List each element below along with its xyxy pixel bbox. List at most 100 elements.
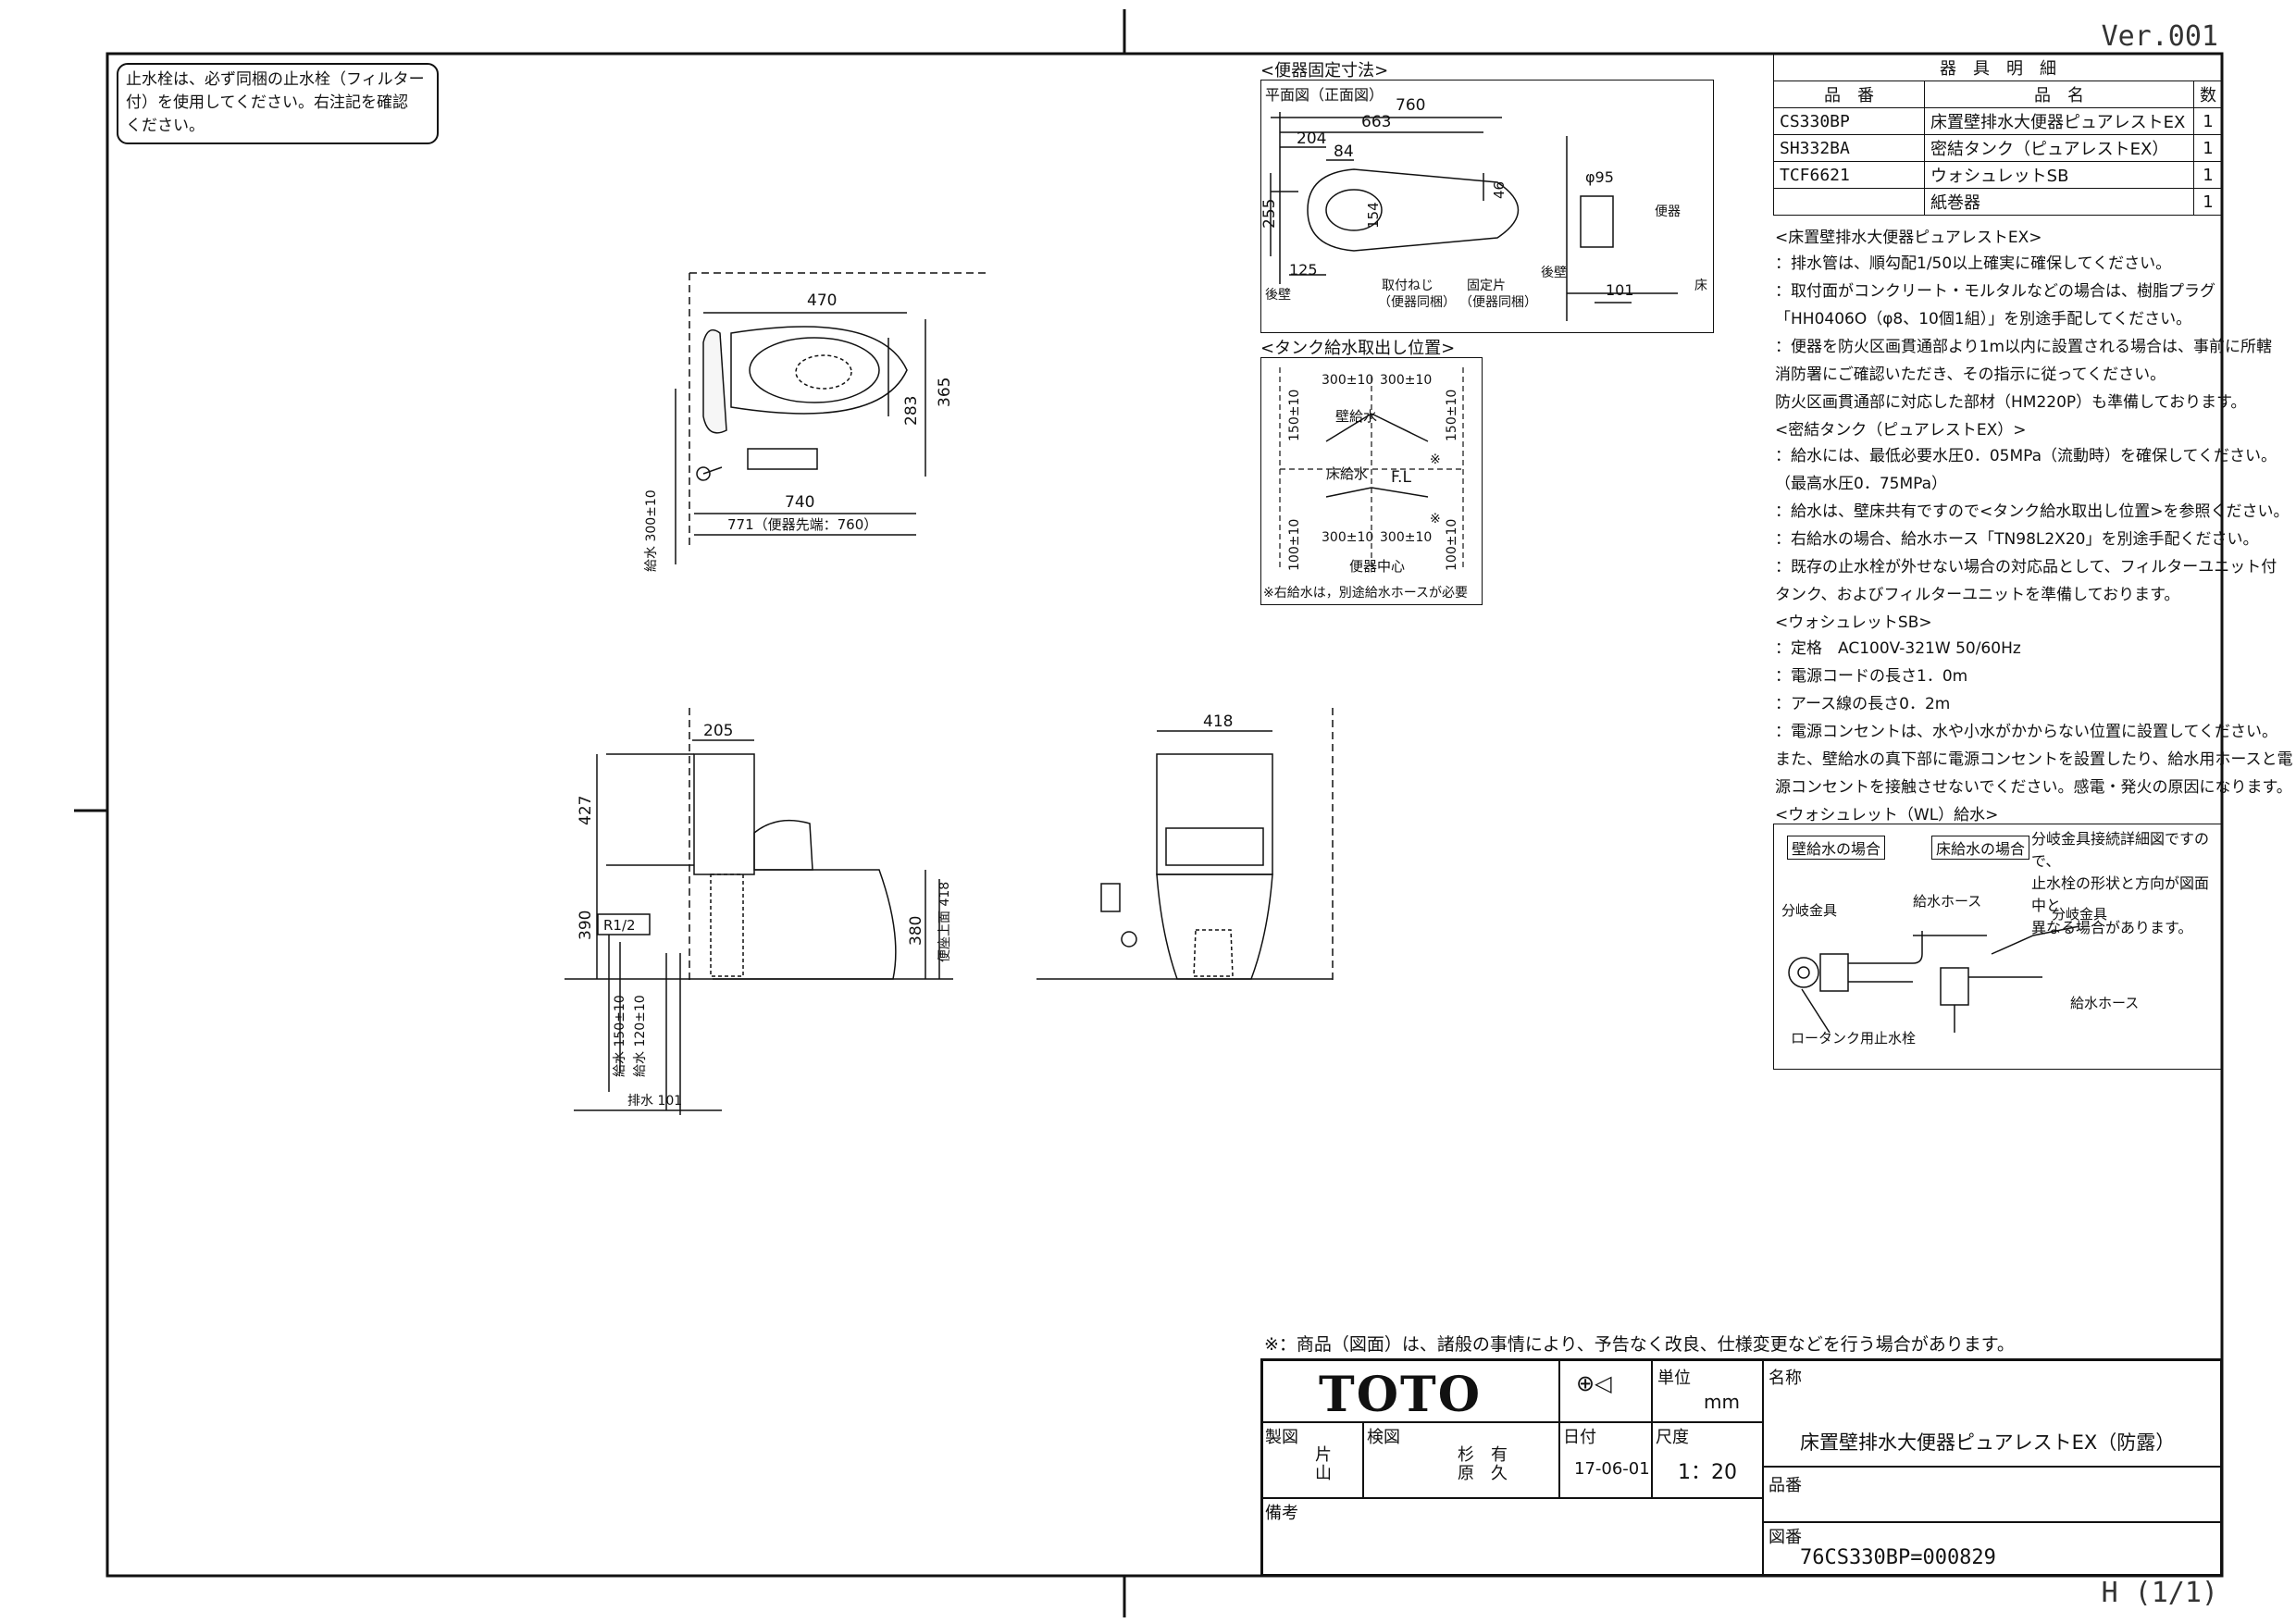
notes-washlet-line: ：アース線の長さ0．2m <box>1775 695 1951 713</box>
part-code: TCF6621 <box>1773 161 1925 189</box>
notes-washlet-title: <ウォシュレットSB> <box>1775 613 1932 632</box>
wl-desc-line: 止水栓の形状と方向が図面中と <box>2031 874 2210 914</box>
notes-toilet-line: 「HH0406O（φ8、10個1組）」を別途手配してください。 <box>1775 310 2192 328</box>
caution-line-3: ください。 <box>126 117 205 135</box>
scale-label: 尺度 <box>1656 1428 1689 1447</box>
parts-header-code: 品 番 <box>1773 81 1925 108</box>
label-fixing-note: （便器同梱） <box>1459 295 1537 310</box>
checked-by-line: 杉 有 <box>1458 1445 1508 1465</box>
tank-supply-note: ※右給水は，別途給水ホースが必要 <box>1263 585 1468 601</box>
parts-row: 紙巻器 1 <box>1773 188 2223 216</box>
dim-seat-418: 便座上面 418 <box>937 882 952 962</box>
dim-470: 470 <box>807 291 837 310</box>
dim-427: 427 <box>577 796 595 825</box>
wl-desc-line: 分岐金具接続詳細図ですので、 <box>2031 830 2210 870</box>
title-block-grid <box>1263 1361 2222 1576</box>
label-toilet-center: 便器中心 <box>1349 558 1405 575</box>
part-name: 紙巻器 <box>1924 188 2194 216</box>
dim-supply-120: 給水 120±10 <box>633 995 648 1077</box>
notes-tank-line: ：既存の止水栓が外せない場合の対応品として、フィルターユニット付 <box>1775 558 2277 576</box>
date-label: 日付 <box>1563 1428 1596 1447</box>
label-branch-1: 分岐金具 <box>1781 902 1837 919</box>
dim-300-b: 300±10 <box>1380 373 1432 388</box>
dim-771: 771（便器先端：760） <box>727 516 877 533</box>
notes-washlet-line: また、壁給水の真下部に電源コンセントを設置したり、給水用ホースと電 <box>1775 750 2293 769</box>
label-floor-supply: 床給水 <box>1326 465 1368 482</box>
parts-row: TCF6621 ウォシュレットSB 1 <box>1773 161 2223 189</box>
notes-tank-line: ：右給水の場合、給水ホース「TN98L2X20」を別途手配ください。 <box>1775 530 2259 549</box>
part-code: CS330BP <box>1773 107 1925 135</box>
dim-154: 154 <box>1365 202 1382 229</box>
part-qty: 1 <box>2193 107 2223 135</box>
label-hose-2: 給水ホース <box>2070 995 2139 1011</box>
dim-300-a: 300±10 <box>1322 373 1373 388</box>
dim-150-b: 150±10 <box>1445 390 1459 441</box>
scale-value: 1：20 <box>1678 1461 1737 1484</box>
parts-header-name: 品 名 <box>1924 81 2194 108</box>
drawing-no-label: 図番 <box>1769 1528 1802 1547</box>
tag-wall-supply: 壁給水の場合 <box>1787 836 1886 860</box>
fixing-drawing: 760 663 204 84 255 154 46 125 後壁 取付ねじ （便… <box>1261 96 1707 321</box>
parts-row: CS330BP 床置壁排水大便器ピュアレストEX 1 <box>1773 107 2223 135</box>
drawn-by-line: 山 <box>1315 1464 1332 1483</box>
label-floor: 床 <box>1694 279 1707 293</box>
label-fixing-piece: 固定片 <box>1467 279 1506 293</box>
notes-toilet-line: 消防署にご確認いただき、その指示に従ってください。 <box>1775 365 2166 384</box>
dim-101: 101 <box>1606 281 1634 299</box>
wl-description: 分岐金具接続詳細図ですので、 止水栓の形状と方向が図面中と 異なる場合があります… <box>2031 828 2222 939</box>
label-mark-1: ※ <box>1430 452 1441 467</box>
fixing-subtitle: 平面図（正面図） <box>1265 86 1384 104</box>
part-name: 密結タンク（ピュアレストEX） <box>1924 134 2194 162</box>
notes-wl-title: <ウォシュレット（WL）給水> <box>1775 806 1999 824</box>
drawn-label: 製図 <box>1265 1428 1298 1447</box>
checked-label: 検図 <box>1367 1428 1400 1447</box>
label-screw: 取付ねじ <box>1382 279 1433 293</box>
dim-300-d: 300±10 <box>1380 530 1432 545</box>
tank-supply-diagram: 300±10 300±10 300±10 300±10 150±10 150±1… <box>1260 357 1483 605</box>
label-rear-wall: 後壁 <box>1541 266 1567 280</box>
toto-logo: TOTO <box>1319 1367 1482 1423</box>
dim-283: 283 <box>902 396 921 426</box>
dim-204: 204 <box>1297 130 1326 148</box>
caution-line-2: 付）を使用してください。右注記を確認 <box>126 93 408 112</box>
label-stop-valve: ロータンク用止水栓 <box>1791 1030 1916 1047</box>
checked-by-line: 原 久 <box>1458 1464 1508 1483</box>
dim-418: 418 <box>1203 712 1233 731</box>
label-toilet: 便器 <box>1655 204 1681 219</box>
dim-380: 380 <box>907 916 925 946</box>
dim-740: 740 <box>785 493 814 512</box>
dim-100-b: 100±10 <box>1445 519 1459 571</box>
notes-tank-title: <密結タンク（ピュアレストEX）> <box>1775 421 2027 440</box>
notes-tank-line: タンク、およびフィルターユニットを準備しております。 <box>1775 586 2180 604</box>
front-view: 418 <box>1036 708 1334 981</box>
drawn-by-line: 片 <box>1315 1445 1332 1465</box>
dim-phi95: φ95 <box>1585 168 1614 186</box>
part-qty: 1 <box>2193 161 2223 189</box>
parts-table: 器 具 明 細 品 番 品 名 数 CS330BP 床置壁排水大便器ピュアレスト… <box>1773 54 2223 216</box>
parts-row: SH332BA 密結タンク（ピュアレストEX） 1 <box>1773 134 2223 162</box>
notes-toilet-line: ：便器を防火区画貫通部より1m以内に設置される場合は、事前に所轄 <box>1775 338 2273 356</box>
notes-toilet-line: ：排水管は、順勾配1/50以上確実に確保してください。 <box>1775 254 2172 273</box>
drawing-number: 76CS330BP=000829 <box>1800 1546 1996 1569</box>
wl-desc-line: 異なる場合があります。 <box>2031 919 2193 936</box>
dim-supply-300: 給水 300±10 <box>644 489 659 572</box>
notes-toilet-title: <床置壁排水大便器ピュアレストEX> <box>1775 229 2042 247</box>
notes-area: <床置壁排水大便器ピュアレストEX> ：排水管は、順勾配1/50以上確実に確保し… <box>1775 226 2293 827</box>
label-hose-1: 給水ホース <box>1913 893 1981 910</box>
part-qty: 1 <box>2193 134 2223 162</box>
dim-390: 390 <box>577 911 595 940</box>
version-label: Ver.001 <box>2101 20 2218 53</box>
dim-365: 365 <box>936 378 954 407</box>
remarks-label: 備考 <box>1265 1504 1298 1523</box>
dim-drain-101: 排水 101 <box>627 1094 682 1109</box>
unit-label: 単位 <box>1657 1369 1691 1388</box>
dim-150-a: 150±10 <box>1287 390 1302 441</box>
dim-46: 46 <box>1491 181 1508 199</box>
notes-washlet-line: 源コンセントを接触させないでください。感電・発火の原因になります。 <box>1775 778 2292 797</box>
side-view: 205 427 390 380 便座上面 418 R1/2 給水 150±10 … <box>565 708 953 1115</box>
dim-84: 84 <box>1334 142 1354 161</box>
checked-by: 杉 有 原 久 <box>1458 1446 1508 1483</box>
drawn-by: 片 山 <box>1315 1446 1332 1483</box>
page-number: H (1/1) <box>2101 1577 2218 1609</box>
tank-supply-drawing: 300±10 300±10 300±10 300±10 150±10 150±1… <box>1263 367 1468 601</box>
